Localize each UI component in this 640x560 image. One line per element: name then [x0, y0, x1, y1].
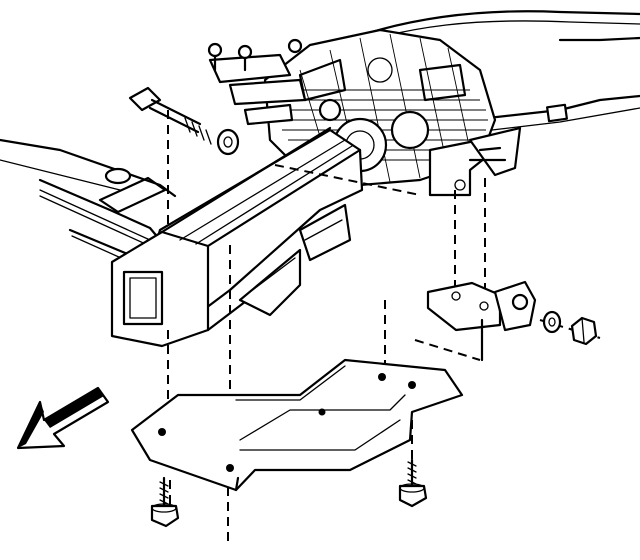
- nut-and-washer: [542, 310, 598, 346]
- shift-linkage: [207, 38, 307, 126]
- crossmember-plate: [130, 358, 464, 492]
- left-sill-rail: [0, 138, 177, 263]
- lower-bolt-left: [150, 476, 180, 528]
- upper-bolt: [128, 86, 240, 156]
- lower-bolt-right: [398, 458, 428, 508]
- lower-bolts: [150, 458, 428, 528]
- transmission-mount-bracket: [428, 126, 522, 197]
- frame-rail: [110, 126, 364, 348]
- direction-arrow: [16, 386, 110, 450]
- side-bracket: [426, 280, 537, 362]
